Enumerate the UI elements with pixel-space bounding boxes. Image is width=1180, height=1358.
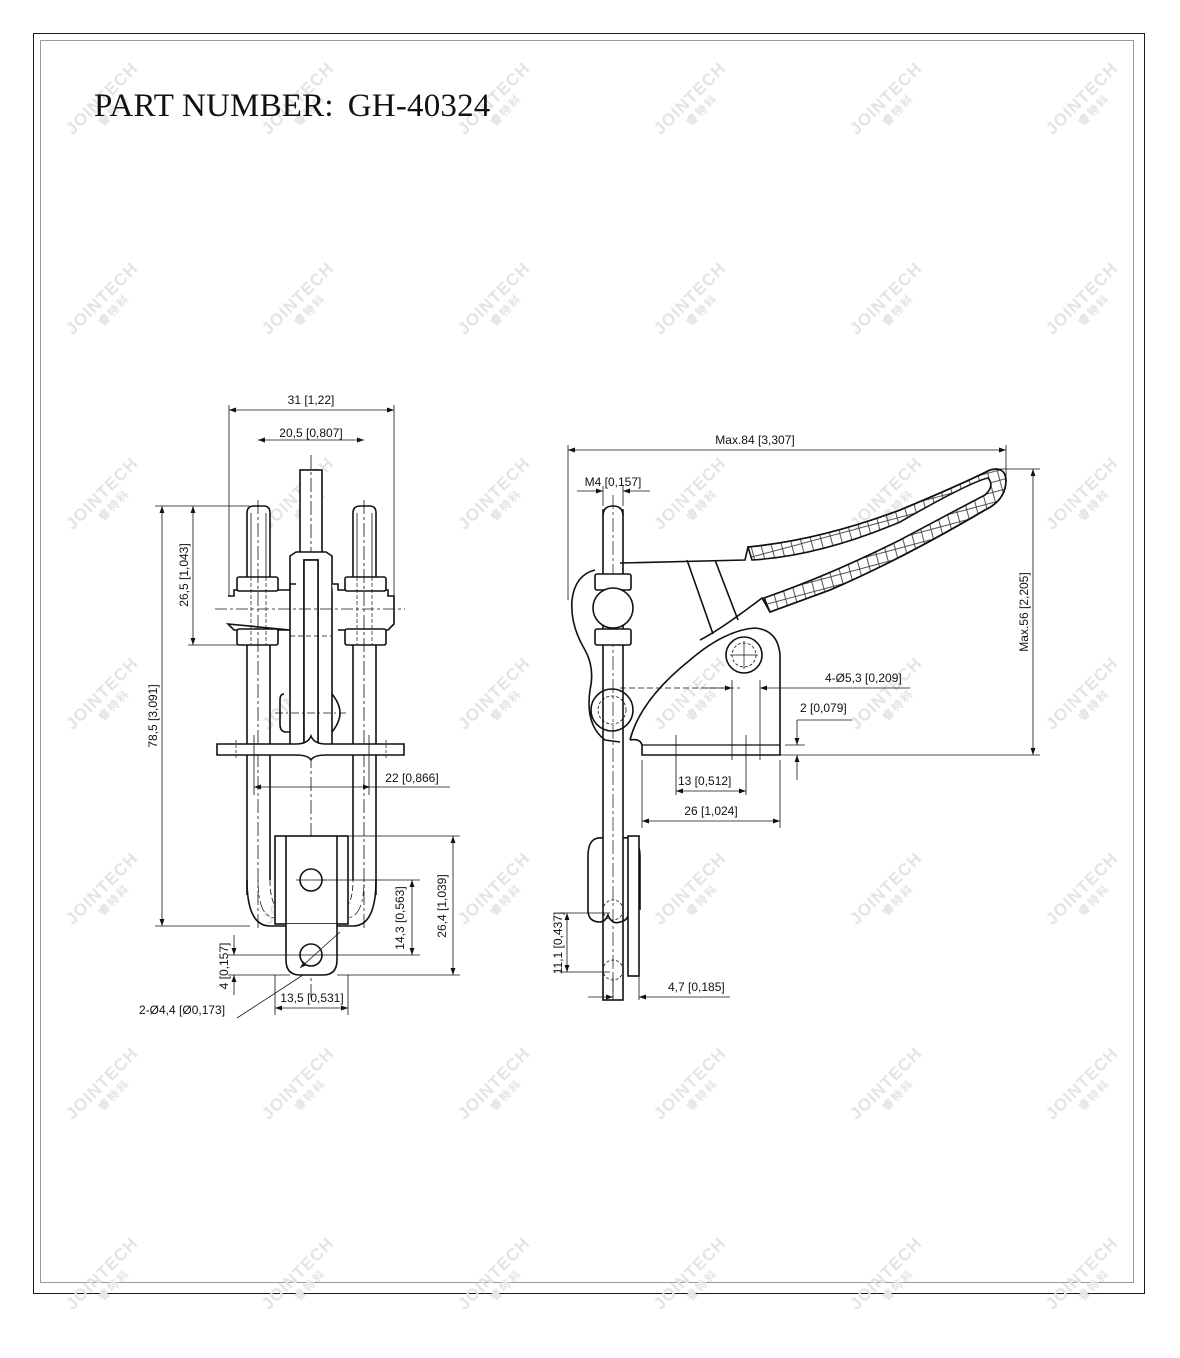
dim-max-length: Max.84 [3,307] [715,433,794,447]
part-number-label: PART NUMBER: [94,88,334,124]
dim-overall-height: 78,5 [3,091] [146,684,160,747]
dim-base-length: 26 [1,024] [684,804,737,818]
side-view [570,468,1007,1001]
dim-pad-offset: 11,1 [0,437] [551,912,565,975]
dim-hole-to-tip: 14,3 [0,563] [393,886,407,949]
dim-tab-height: 26,4 [1,039] [435,874,449,937]
drawing-frame-inner [40,40,1134,1283]
page-title: PART NUMBER: GH-40324 [94,88,491,125]
dim-overall-width: 31 [1,22] [288,393,335,407]
dim-hole-edge: 4 [0,157] [217,943,231,990]
dim-max-height: Max.56 [2,205] [1017,572,1031,651]
front-view-labels: 31 [1,22] 20,5 [0,807] 26,5 [1,043] 78,5… [139,393,449,1017]
dim-mount-holes: 4-Ø5,3 [0,209] [825,671,902,685]
front-view-dimensions [155,405,460,1019]
dim-bolt-spacing: 20,5 [0,807] [279,426,342,440]
dim-inner-width: 22 [0,866] [385,771,438,785]
dim-thread-size: M4 [0,157] [585,475,642,489]
front-view [215,455,405,1000]
dim-bolt-height: 26,5 [1,043] [177,543,191,606]
dim-base-thickness: 2 [0,079] [800,701,847,715]
dim-hole-diameter: 2-Ø4,4 [Ø0,173] [139,1003,225,1017]
dim-hole-spacing: 13 [0,512] [678,774,731,788]
side-view-dimensions [560,445,1040,1000]
dim-tab-width: 13,5 [0,531] [280,991,343,1005]
part-number-value: GH-40324 [347,88,491,124]
dim-pad-thickness: 4,7 [0,185] [668,980,725,994]
side-view-labels: Max.84 [3,307] M4 [0,157] Max.56 [2,205]… [551,433,1031,994]
drawing-frame-outer [33,33,1145,1294]
